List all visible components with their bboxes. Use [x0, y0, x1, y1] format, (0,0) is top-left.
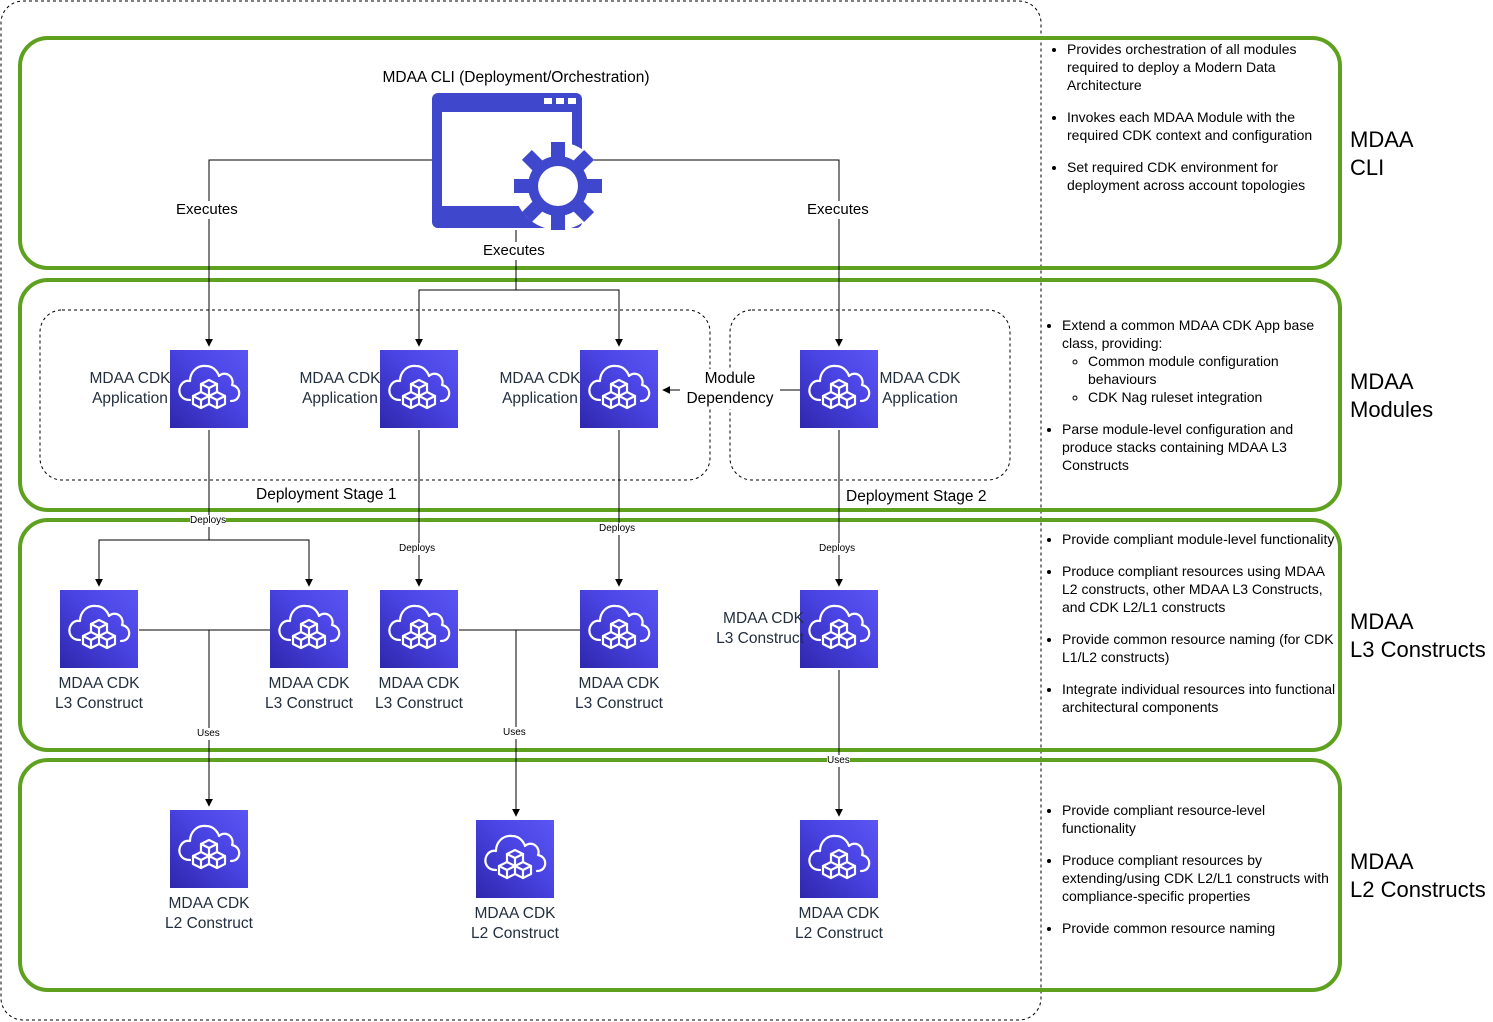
deploys-label-app3: Deploys: [599, 523, 636, 535]
note-item: Invokes each MDAA Module with the requir…: [1067, 108, 1337, 144]
stage1-label: Deployment Stage 1: [256, 486, 397, 503]
notes-l3: Provide compliant module-level functiona…: [1040, 530, 1342, 730]
app1-icon: [170, 350, 248, 428]
edge-cli-app3: [516, 289, 623, 347]
l3-c1-icon: [60, 590, 138, 668]
l3-c4-icon: [580, 590, 658, 668]
l2-c1-icon: [170, 810, 248, 888]
l3-c2-icon: [270, 590, 348, 668]
layer-frame-l3: [18, 518, 1342, 752]
cli-executes-right-label: Executes: [807, 201, 869, 219]
edge-cli-app2: [415, 289, 516, 347]
cli-title: MDAA CLI (Deployment/Orchestration): [382, 69, 650, 86]
l3-c3-icon: [380, 590, 458, 668]
edge-deploy-l3c1: [95, 539, 209, 587]
edge-cli-app1: [205, 159, 432, 347]
edge-deploy-l3c2: [209, 539, 313, 587]
outer-dashed-frame: [0, 0, 1042, 1021]
note-item: Provide common resource naming: [1062, 919, 1342, 937]
edge-cli-app4: [582, 159, 843, 347]
note-subitem: Common module configuration behaviours: [1088, 352, 1342, 388]
deploys-label-app4: Deploys: [819, 543, 856, 555]
uses-label-left: Uses: [197, 728, 220, 740]
notes-modules: Extend a common MDAA CDK App base class,…: [1040, 316, 1342, 488]
notes-cli: Provides orchestration of all modules re…: [1045, 40, 1337, 208]
note-item: Provide compliant resource-level functio…: [1062, 801, 1342, 837]
note-item: Parse module-level configuration and pro…: [1062, 420, 1342, 474]
stage2-label: Deployment Stage 2: [846, 488, 987, 505]
layer-frame-cli: [18, 36, 1342, 270]
cli-gear-icon: [514, 142, 602, 230]
note-item: Provide compliant module-level functiona…: [1062, 530, 1342, 548]
app4-icon: [800, 350, 878, 428]
app2-icon: [380, 350, 458, 428]
layer-frame-l2: [18, 758, 1342, 992]
deploys-label-app1: Deploys: [190, 515, 227, 527]
note-item: Integrate individual resources into func…: [1062, 680, 1342, 716]
app3-icon: [580, 350, 658, 428]
l2-c3-icon: [800, 820, 878, 898]
cli-executes-left-label: Executes: [176, 201, 238, 219]
note-item: Extend a common MDAA CDK App base class,…: [1062, 316, 1342, 406]
l3-c5-icon: [800, 590, 878, 668]
note-item: Produce compliant resources using MDAA L…: [1062, 562, 1342, 616]
note-item: Set required CDK environment for deploym…: [1067, 158, 1337, 194]
note-subitem: CDK Nag ruleset integration: [1088, 388, 1342, 406]
uses-label-mid: Uses: [503, 727, 526, 739]
cli-executes-center-label: Executes: [483, 242, 545, 260]
l2-c2-icon: [476, 820, 554, 898]
note-item: Produce compliant resources by extending…: [1062, 851, 1342, 905]
deploys-label-app2: Deploys: [399, 543, 436, 555]
note-item: Provide common resource naming (for CDK …: [1062, 630, 1342, 666]
layer-frame-modules: [18, 278, 1342, 512]
notes-l2: Provide compliant resource-level functio…: [1040, 801, 1342, 951]
uses-label-right: Uses: [827, 755, 850, 767]
note-item: Provides orchestration of all modules re…: [1067, 40, 1337, 94]
stage1-group: [39, 309, 711, 481]
